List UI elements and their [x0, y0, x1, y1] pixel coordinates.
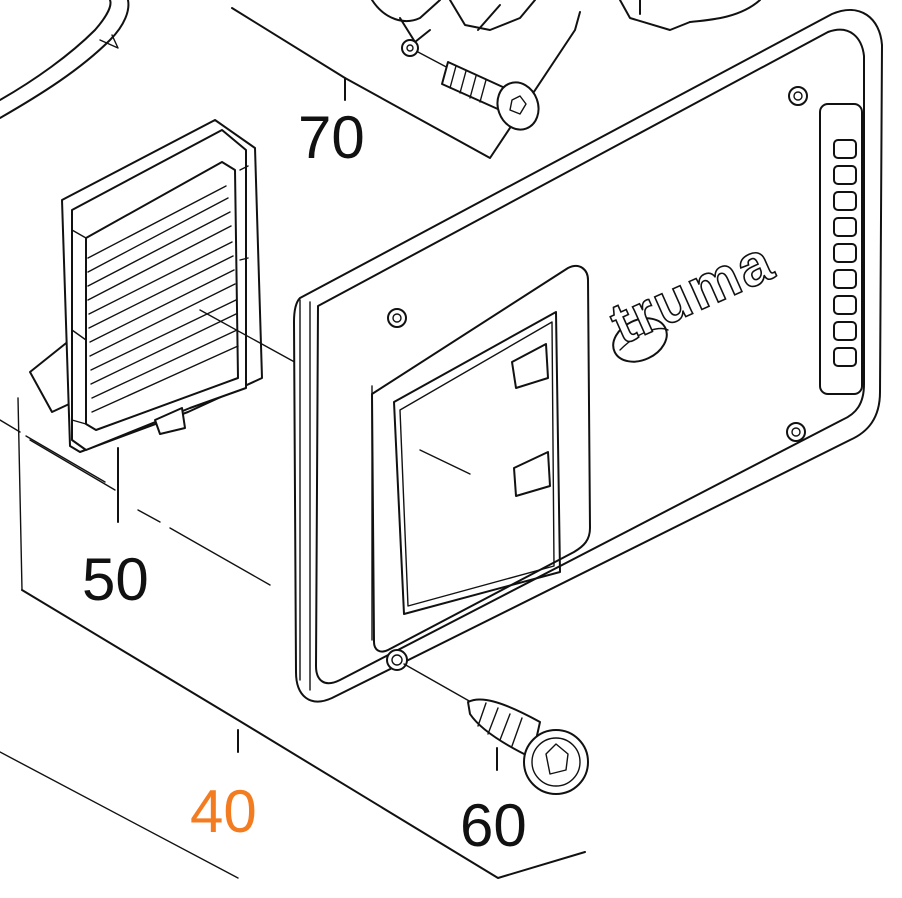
control-clip-assembly	[371, 0, 761, 57]
callout-bracket-40	[0, 397, 586, 879]
callout-label-70: 70	[298, 104, 365, 171]
louvre-grille-50	[29, 119, 301, 453]
callout-label-60: 60	[460, 792, 527, 859]
screw-70	[417, 51, 540, 131]
callout-label-40: 40	[190, 778, 257, 845]
callout-bracket-50	[0, 419, 271, 586]
callout-bracket-70	[231, 7, 581, 159]
indicator-led-column	[819, 103, 863, 395]
screw-60	[403, 663, 589, 795]
callout-label-50: 50	[82, 546, 149, 613]
wire-harness-top-left	[0, 0, 130, 119]
control-panel-housing	[293, 9, 883, 703]
